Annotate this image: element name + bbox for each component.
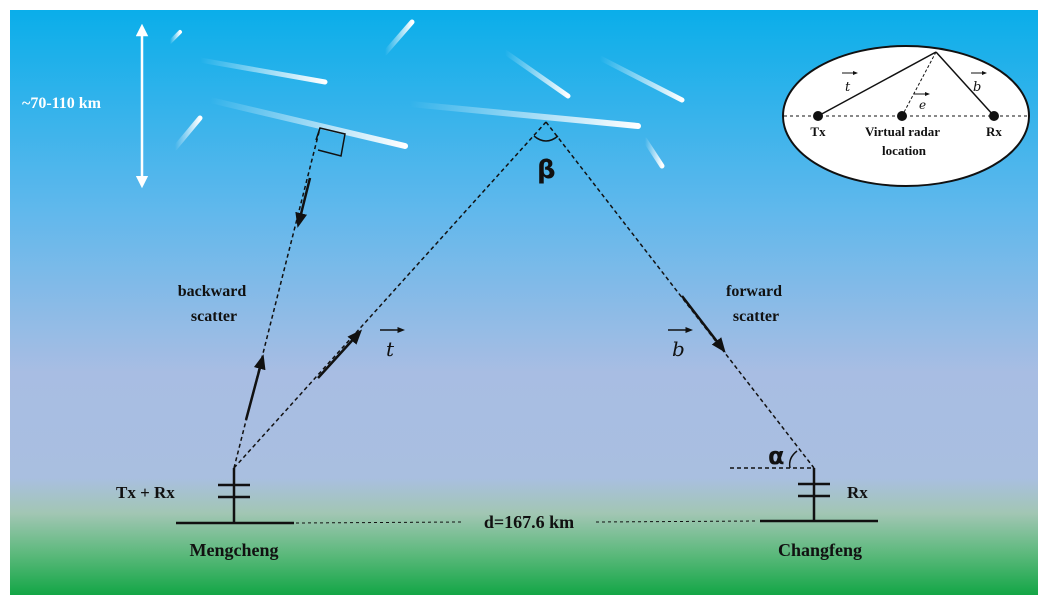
inset-e-label: e — [919, 98, 926, 112]
b-vector-arrow — [681, 295, 726, 353]
inset-t-label: t — [845, 80, 851, 95]
inset-t-line — [817, 51, 937, 117]
meteor-to-rx-path — [545, 121, 815, 469]
mengcheng-role-label: Tx + Rx — [116, 483, 175, 502]
forward-scatter-label: forward scatter — [726, 283, 786, 325]
changfeng-name: Changfeng — [778, 540, 862, 560]
meteor-trail — [207, 97, 408, 149]
inset-tx-label: Tx — [810, 124, 826, 139]
t-label: t — [386, 337, 395, 361]
inset-virtual-point — [897, 111, 907, 121]
meteor-trail — [197, 57, 328, 85]
right-angle-marker — [315, 127, 346, 157]
virtual-radar-inset: t b e Tx Rx Virtual radar location — [782, 45, 1030, 187]
inset-b-label: b — [973, 80, 981, 95]
meteor-trail — [502, 49, 571, 99]
beta-label: β — [537, 155, 556, 185]
distance-label: d=167.6 km — [484, 512, 574, 532]
meteor-trail — [168, 30, 182, 44]
meteor-trail — [642, 137, 665, 169]
meteor-trail — [172, 115, 203, 151]
inset-tx-point — [813, 111, 823, 121]
inset-b-line — [935, 51, 995, 117]
changfeng-role-label: Rx — [847, 483, 868, 502]
changfeng-antenna — [798, 468, 830, 521]
backward-scatter-label: backward scatter — [178, 283, 250, 325]
inset-rx-label: Rx — [986, 124, 1002, 139]
altitude-label: ~70-110 km — [22, 95, 102, 112]
meteor-trail — [382, 19, 415, 56]
b-label: b — [672, 337, 685, 361]
backward-up-arrow — [244, 354, 266, 421]
meteor-trail — [597, 55, 685, 103]
inset-rx-point — [989, 111, 999, 121]
t-vector-arrow — [317, 329, 363, 379]
meteor-trails — [168, 19, 685, 169]
meteor-trail — [407, 101, 641, 129]
inset-virtual-label: Virtual radar location — [865, 124, 943, 158]
alpha-arc — [788, 450, 798, 469]
tx-to-meteor-path — [233, 121, 547, 469]
beta-arc — [533, 135, 559, 142]
backward-down-arrow — [295, 177, 312, 228]
mengcheng-name: Mengcheng — [190, 540, 279, 560]
alpha-label: α — [768, 442, 785, 470]
mengcheng-antenna — [218, 468, 250, 523]
distance-line-left — [295, 521, 463, 524]
inset-e-line — [901, 51, 937, 117]
